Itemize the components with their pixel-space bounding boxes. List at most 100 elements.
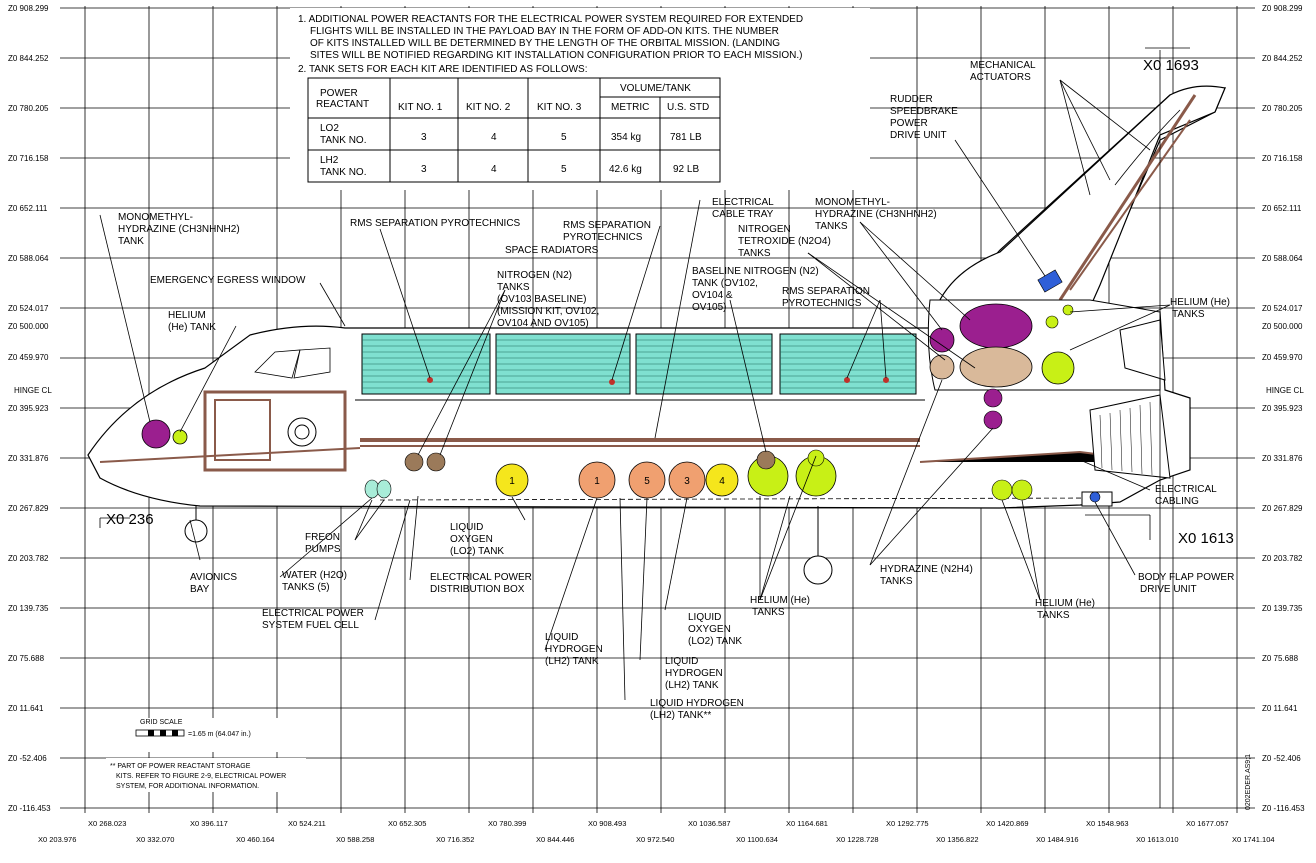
rudder-pdu <box>1037 269 1063 293</box>
label-nitrogen-tanks: (OV103 BASELINE) <box>497 294 586 305</box>
x-label: X0 588.258 <box>336 835 374 844</box>
z-label: Z0 -116.453 <box>1262 804 1305 813</box>
z-label: Z0 500.000 <box>1262 322 1303 331</box>
table-cell: 5 <box>561 164 567 175</box>
x-label: X0 1677.057 <box>1186 819 1229 828</box>
label-rms-pyro-aft: PYROTECHNICS <box>782 298 862 309</box>
table-cell: LO2 <box>320 123 339 134</box>
tank-number: 4 <box>719 476 725 487</box>
x-label: X0 780.399 <box>488 819 526 828</box>
z-label: Z0 203.782 <box>1262 554 1303 563</box>
label-baseline-n2: OV105) <box>692 302 726 313</box>
vertical-tail <box>929 85 1226 331</box>
x-label: X0 1228.728 <box>836 835 879 844</box>
lo2-tank-1 <box>495 463 529 497</box>
tank-number: 1 <box>594 476 600 487</box>
label-rudder: RUDDER <box>890 94 933 105</box>
table-header: KIT NO. 2 <box>466 102 511 113</box>
notes: 1. ADDITIONAL POWER REACTANTS FOR THE EL… <box>298 14 803 75</box>
label-mmh-aft: TANKS <box>815 221 848 232</box>
pyrotechnic-marker <box>883 377 889 383</box>
z-label: HINGE CL <box>1266 386 1304 395</box>
orbiter-fuselage <box>87 85 1226 585</box>
body-flap-pdu <box>1089 491 1101 503</box>
grid-scale-title: GRID SCALE <box>140 719 183 726</box>
label-lo2-2: (LO2) TANK <box>688 636 742 647</box>
z-label: Z0 -52.406 <box>1262 754 1301 763</box>
label-baseline-n2: TANK (OV102, <box>692 278 758 289</box>
label-rms-pyro-aft: RMS SEPARATION <box>782 286 870 297</box>
label-n2o4: TETROXIDE (N2O4) <box>738 236 831 247</box>
table-cell: 5 <box>561 132 567 143</box>
x-label: X0 203.976 <box>38 835 76 844</box>
label-helium-mid: HELIUM (He) <box>750 595 810 606</box>
z-label: Z0 331.876 <box>1262 454 1303 463</box>
x-label: X0 1100.634 <box>736 835 778 844</box>
label-lh2-kit: (LH2) TANK** <box>650 710 711 721</box>
label-freon: PUMPS <box>305 544 341 555</box>
power-reactant-table: POWER REACTANT KIT NO. 1 KIT NO. 2 KIT N… <box>307 77 721 183</box>
z-label: Z0 716.158 <box>8 154 49 163</box>
helium-tank-aft <box>1041 351 1075 385</box>
label-lo2-2: OXYGEN <box>688 624 731 635</box>
cockpit-window <box>293 347 331 379</box>
z-label: Z0 459.970 <box>1262 353 1303 362</box>
note-line: SITES WILL BE NOTIFIED REGARDING KIT INS… <box>310 50 802 61</box>
x-label: X0 844.446 <box>536 835 574 844</box>
z-label: Z0 395.923 <box>1262 404 1303 413</box>
x-label: X0 1420.869 <box>986 819 1029 828</box>
label-lh2-1: HYDROGEN <box>545 644 603 655</box>
nose-gear-wheel <box>184 519 208 543</box>
label-space-radiators: SPACE RADIATORS <box>505 245 599 256</box>
nitrogen-tank <box>404 452 424 472</box>
table-cell: 354 kg <box>611 132 641 143</box>
x-label: X0 1164.681 <box>786 819 828 828</box>
z-axis-left: Z0 908.299 Z0 844.252 Z0 780.205 Z0 716.… <box>8 4 52 813</box>
label-lh2-2: LIQUID <box>665 656 698 667</box>
z-label: Z0 524.017 <box>1262 304 1303 313</box>
table-header: U.S. STD <box>667 102 709 113</box>
z-axis-right: Z0 908.299 Z0 844.252 Z0 780.205 Z0 716.… <box>1262 4 1305 813</box>
table-cell: 4 <box>491 164 497 175</box>
label-lh2-2: HYDROGEN <box>665 668 723 679</box>
z-label: Z0 780.205 <box>8 104 49 113</box>
z-label: Z0 844.252 <box>1262 54 1303 63</box>
pyrotechnic-marker <box>427 377 433 383</box>
label-mech-actuators: MECHANICAL <box>970 60 1036 71</box>
footnote: ** PART OF POWER REACTANT STORAGE KITS. … <box>106 758 306 792</box>
label-mmh-fwd: MONOMETHYL- <box>118 212 193 223</box>
label-epdb: ELECTRICAL POWER <box>430 572 532 583</box>
label-cable-tray: ELECTRICAL <box>712 197 774 208</box>
label-helium-aft-low: HELIUM (He) <box>1035 598 1095 609</box>
label-avionics: BAY <box>190 584 210 595</box>
label-eps-fuel-cell: SYSTEM FUEL CELL <box>262 620 359 631</box>
label-nitrogen-tanks: TANKS <box>497 282 530 293</box>
label-electrical-cabling: CABLING <box>1155 496 1199 507</box>
label-mech-actuators: ACTUATORS <box>970 72 1031 83</box>
table-cell: 781 LB <box>670 132 702 143</box>
table-header: METRIC <box>611 102 649 113</box>
footnote-line: ** PART OF POWER REACTANT STORAGE <box>110 763 251 770</box>
helium-tank-small <box>807 449 825 467</box>
z-label: Z0 11.641 <box>8 704 44 713</box>
z-label: Z0 267.829 <box>8 504 49 513</box>
helium-tank-aft-small <box>1062 304 1074 316</box>
mmh-tank-aft <box>959 303 1033 349</box>
z-label: Z0 652.111 <box>8 204 48 213</box>
label-lh2-1: (LH2) TANK <box>545 656 599 667</box>
label-helium-aft-top: HELIUM (He) <box>1170 297 1230 308</box>
tank-numbers: 1 1 5 3 4 <box>509 476 725 487</box>
label-helium-aft-top: TANKS <box>1172 309 1205 320</box>
mmh-tank-aft-small <box>929 327 955 353</box>
label-electrical-cabling: ELECTRICAL <box>1155 484 1217 495</box>
label-helium-fwd: HELIUM <box>168 310 206 321</box>
label-helium-mid: TANKS <box>752 607 785 618</box>
mmh-tank-rcs <box>983 410 1003 430</box>
label-lo2-kit: LIQUID <box>450 522 483 533</box>
label-egress: EMERGENCY EGRESS WINDOW <box>150 275 306 286</box>
tanks <box>141 269 1101 503</box>
x-label: X0 460.164 <box>236 835 274 844</box>
table-cell: 92 LB <box>673 164 699 175</box>
label-epdb: DISTRIBUTION BOX <box>430 584 525 595</box>
label-rudder: POWER <box>890 118 928 129</box>
